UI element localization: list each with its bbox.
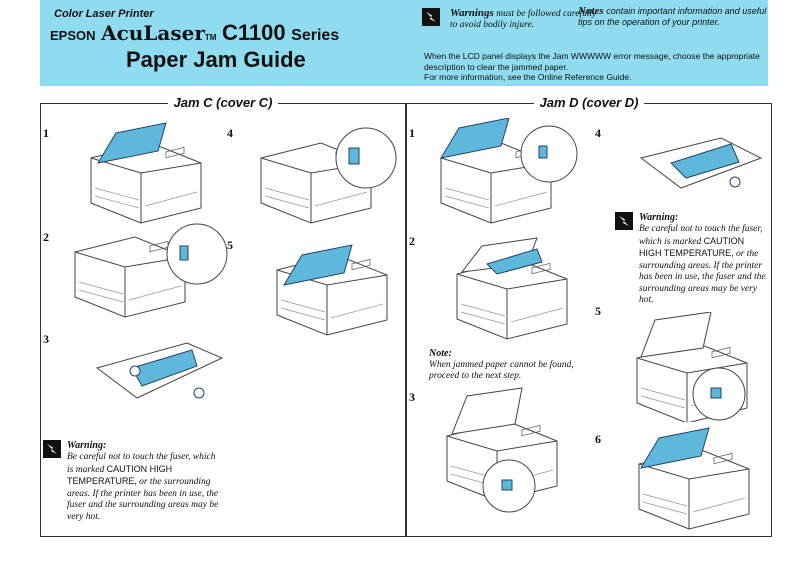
warning-icon <box>422 8 440 26</box>
warnings-text: must be followed carefully to avoid bodi… <box>450 9 597 30</box>
jam-d-step-1: 1 <box>409 126 415 140</box>
warning-title: Warning: <box>639 212 679 223</box>
jam-d-note: Note: When jammed paper cannot be found,… <box>429 348 589 383</box>
warning-text: Be careful not to touch the fuser, which… <box>67 452 216 475</box>
warning-caps: CAUTION HIGH TEMPERATURE <box>639 235 745 259</box>
description-line-2: For more information, see the Online Ref… <box>424 72 632 82</box>
product-title: EPSON AcuLaserTM C1100 Series <box>50 20 339 46</box>
warning-icon <box>43 440 61 458</box>
jam-c-step-5: 5 <box>227 238 233 252</box>
brand-name: EPSON <box>50 28 96 43</box>
jam-d-title: Jam D (cover D) <box>533 95 645 110</box>
jam-c-warning: Warning: Be careful not to touch the fus… <box>43 440 223 530</box>
printer-illustration <box>446 387 558 513</box>
jam-c-panel: Jam C (cover C) 1 2 3 4 5 Warning: Be ca… <box>40 95 406 537</box>
product-subtitle: Color Laser Printer <box>54 8 154 20</box>
jam-c-step-4: 4 <box>227 126 233 140</box>
warning-text-end: , or the surrounding areas. If the print… <box>639 249 766 305</box>
warning-text-end: , or the surrounding areas. If the print… <box>67 477 219 522</box>
printer-illustration <box>636 312 748 422</box>
series-label: Series <box>291 27 340 44</box>
header-banner: Color Laser Printer EPSON AcuLaserTM C11… <box>40 0 768 86</box>
jam-c-step-1: 1 <box>43 126 49 140</box>
jam-d-step-3: 3 <box>409 390 415 404</box>
jam-d-step-4: 4 <box>595 126 601 140</box>
jam-d-step-2: 2 <box>409 234 415 248</box>
note-title: Note: <box>429 348 452 359</box>
printer-illustration <box>440 118 578 224</box>
jam-d-warning: Warning: Be careful not to touch the fus… <box>615 212 771 312</box>
printer-illustration <box>276 244 388 336</box>
printer-illustration <box>260 127 397 224</box>
printer-illustration <box>456 237 568 340</box>
guide-title: Paper Jam Guide <box>126 47 306 72</box>
note-text: When jammed paper cannot be found, proce… <box>429 359 574 382</box>
printer-illustration <box>95 342 224 399</box>
warning-text: Be careful not to touch the fuser, which… <box>639 224 763 247</box>
model-number: C1100 <box>221 20 286 45</box>
notes-label: Notes <box>578 5 604 17</box>
product-name: AcuLaser <box>101 21 205 45</box>
description-line-1: When the LCD panel displays the Jam WWWW… <box>424 51 760 72</box>
warning-icon <box>615 212 633 230</box>
warning-title: Warning: <box>67 440 107 451</box>
jam-c-title: Jam C (cover C) <box>167 95 279 110</box>
jam-d-step-6: 6 <box>595 432 601 446</box>
notes-text: contain important information and useful… <box>578 6 767 27</box>
warning-caps: CAUTION HIGH TEMPERATURE <box>67 463 173 487</box>
jam-c-step-3: 3 <box>43 332 49 346</box>
header-notes: Notes contain important information and … <box>578 6 768 28</box>
jam-c-step-2: 2 <box>43 230 49 244</box>
jam-d-step-5: 5 <box>595 304 601 318</box>
jam-d-panel: Jam D (cover D) 1 2 Note: When jammed pa… <box>406 95 772 537</box>
header-description: When the LCD panel displays the Jam WWWW… <box>424 51 764 83</box>
printer-illustration <box>639 137 763 189</box>
printer-illustration <box>74 223 228 318</box>
trademark: TM <box>204 33 217 42</box>
warnings-label: Warnings <box>450 7 494 19</box>
printer-illustration <box>638 427 750 530</box>
